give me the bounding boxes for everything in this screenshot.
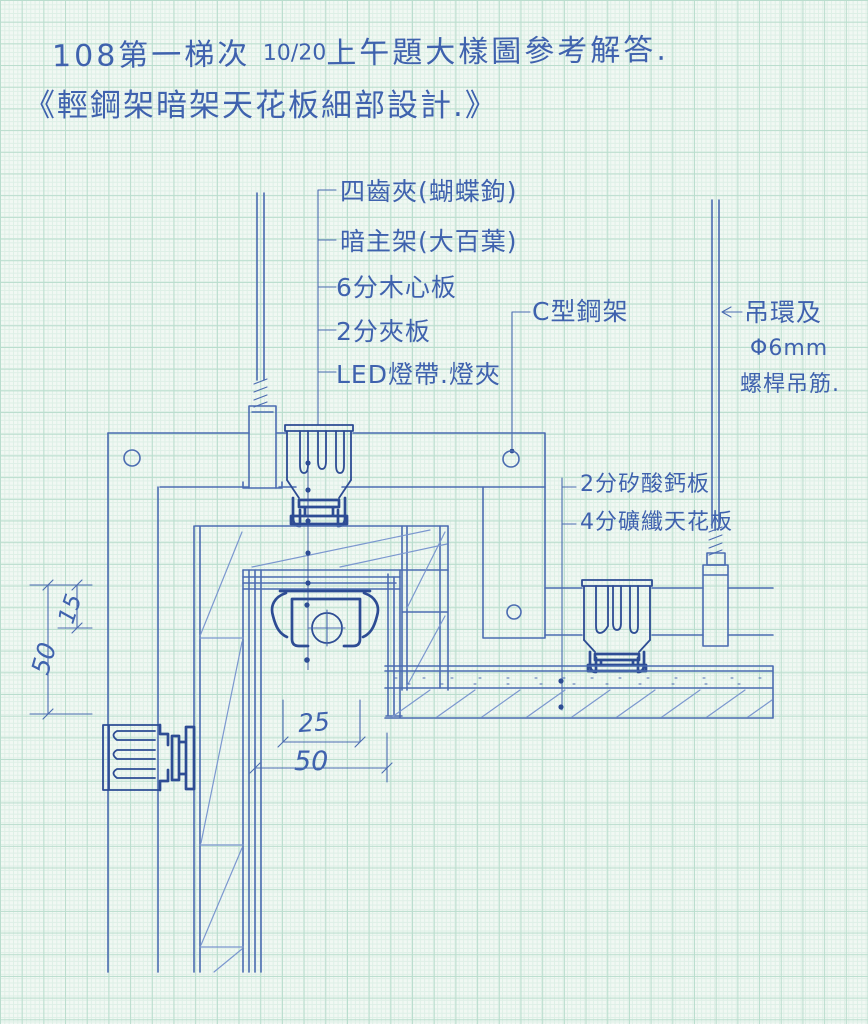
callout-hanger-ring: 吊環及 (744, 298, 823, 327)
callout-screw-rod: 螺桿吊筋. (740, 372, 840, 397)
callout-concealed-runner: 暗主架(大百葉) (340, 227, 518, 256)
butterfly-clip-right (581, 579, 653, 674)
page-subtitle: 《輕鋼架暗架天花板細部設計.》 (24, 88, 498, 124)
callout-led-strip: LED燈帶.燈夾 (336, 360, 501, 389)
callout-wood-core-board: 6分木心板 (336, 273, 457, 302)
callout-plywood: 2分夾板 (336, 317, 431, 346)
hanger-leader (721, 306, 743, 318)
c-channel-leader (509, 311, 531, 454)
centerline (304, 432, 311, 670)
callout-c-channel: C型鋼架 (532, 297, 629, 326)
c-channel-frame (107, 432, 774, 973)
dimension-lines (29, 579, 393, 783)
ceiling-boards (384, 665, 774, 719)
left-callout-leader (317, 189, 337, 426)
callout-calcium-silicate-board: 2分矽酸鈣板 (580, 472, 710, 497)
boards-leader (558, 477, 577, 711)
butterfly-clip-main (284, 424, 354, 528)
callout-rod-diameter: Φ6mm (750, 336, 829, 361)
dim-50-bottom: 50 (294, 746, 329, 777)
center-hanger-rod (242, 192, 283, 489)
callout-butterfly-clip: 四齒夾(蝴蝶鉤) (340, 177, 518, 206)
callout-mineral-fiber-board: 4分礦纖天花板 (580, 510, 733, 535)
cove-box (193, 525, 449, 973)
led-strip-clip (270, 589, 380, 648)
right-hanger-rod (702, 199, 729, 647)
wall-clip (102, 723, 196, 792)
